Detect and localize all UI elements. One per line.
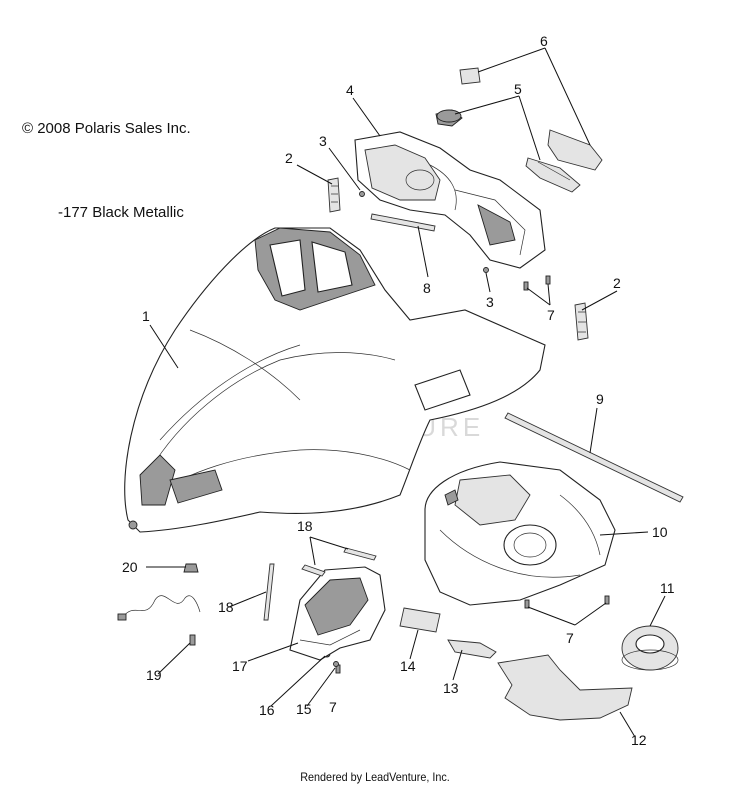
callout-16: 16 bbox=[259, 702, 275, 718]
part-console-panel bbox=[354, 131, 546, 269]
callout-7: 7 bbox=[566, 630, 574, 646]
callout-2: 2 bbox=[285, 150, 293, 166]
callout-15: 15 bbox=[296, 701, 312, 717]
callout-18: 18 bbox=[297, 518, 313, 534]
part-hood bbox=[124, 227, 546, 533]
footer-credit: Rendered by LeadVenture, Inc. bbox=[300, 770, 450, 784]
callout-14: 14 bbox=[400, 658, 416, 674]
part-nut-20 bbox=[183, 563, 199, 573]
variant-note: -177 Black Metallic bbox=[58, 204, 184, 221]
part-pad-13 bbox=[447, 639, 497, 659]
callout-10: 10 bbox=[652, 524, 668, 540]
callout-8: 8 bbox=[423, 280, 431, 296]
part-nut-15 bbox=[333, 661, 339, 667]
part-screw-3b bbox=[483, 267, 489, 273]
callout-3: 3 bbox=[319, 133, 327, 149]
callout-1: 1 bbox=[142, 308, 150, 324]
part-grommet-11 bbox=[621, 625, 679, 671]
callout-19: 19 bbox=[146, 667, 162, 683]
callout-17: 17 bbox=[232, 658, 248, 674]
callout-4: 4 bbox=[346, 82, 354, 98]
part-trim-strip-8 bbox=[370, 213, 436, 232]
part-side-panel-17 bbox=[289, 566, 386, 661]
part-clip-left bbox=[327, 177, 341, 213]
callout-5: 5 bbox=[514, 81, 522, 97]
part-pad-14 bbox=[399, 607, 441, 633]
callout-7: 7 bbox=[547, 307, 555, 323]
part-foam-12 bbox=[497, 654, 633, 721]
leader-lines bbox=[146, 47, 666, 738]
part-trim-strip-9 bbox=[504, 412, 684, 503]
callout-11: 11 bbox=[660, 580, 675, 596]
part-decals-6 bbox=[459, 67, 603, 171]
callout-3: 3 bbox=[486, 294, 494, 310]
callout-6: 6 bbox=[540, 33, 548, 49]
callout-7: 7 bbox=[329, 699, 337, 715]
callout-2: 2 bbox=[613, 275, 621, 291]
part-clip-right bbox=[574, 302, 589, 341]
part-strip-18c bbox=[263, 563, 275, 621]
copyright-text: © 2008 Polaris Sales Inc. bbox=[22, 120, 191, 137]
part-screw-3a bbox=[359, 191, 365, 197]
part-cover-10 bbox=[424, 461, 616, 606]
part-screws-7 bbox=[335, 275, 610, 674]
part-cable-19 bbox=[117, 595, 201, 646]
callout-20: 20 bbox=[122, 559, 138, 575]
callout-12: 12 bbox=[631, 732, 647, 748]
part-strip-18a bbox=[301, 564, 326, 577]
callout-13: 13 bbox=[443, 680, 459, 696]
part-strip-18b bbox=[343, 547, 377, 561]
callout-9: 9 bbox=[596, 391, 604, 407]
callout-18: 18 bbox=[218, 599, 234, 615]
callout-labels: 1 2 2 3 3 4 5 5 6 7 7 7 8 9 10 11 12 13 … bbox=[122, 33, 675, 748]
